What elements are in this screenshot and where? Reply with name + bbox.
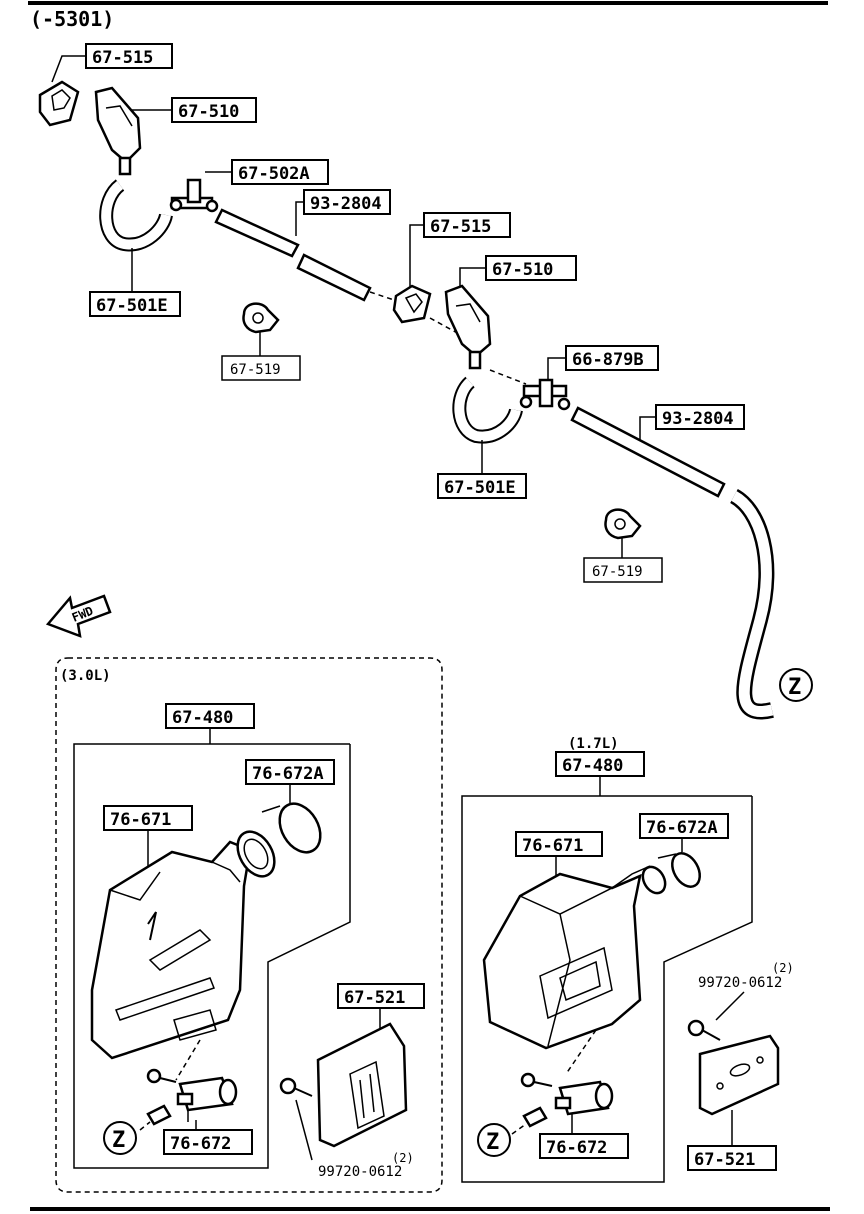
- nozzle-67-510-a: [94, 86, 142, 176]
- label-67-519-b: 67-519: [592, 564, 643, 580]
- group-1-7l-label: (1.7L): [568, 736, 619, 752]
- filter-b: [522, 1106, 548, 1128]
- label-99720-0612-a: 99720-0612: [318, 1164, 402, 1180]
- tank-76-671-a: [90, 840, 252, 1060]
- label-box-67-519-a[interactable]: [221, 355, 301, 381]
- label-67-480-a: 67-480: [172, 708, 233, 728]
- label-67-521-a: 67-521: [344, 988, 405, 1008]
- filter-a: [146, 1104, 172, 1126]
- bracket-67-521-b: [698, 1034, 780, 1116]
- screw-a: [146, 1068, 177, 1084]
- label-box-76-672-b[interactable]: [539, 1133, 629, 1159]
- label-67-510-b: 67-510: [492, 260, 553, 280]
- pump-76-672-b: [554, 1080, 614, 1134]
- label-box-67-521-a[interactable]: [337, 983, 425, 1009]
- group-3-0l-frame: [55, 657, 443, 1193]
- connector-z-b: Z: [477, 1123, 511, 1157]
- connector-z-b-label: Z: [486, 1130, 499, 1155]
- clip-67-515-a: [38, 80, 80, 127]
- group-3-0l-label: (3.0L): [60, 668, 111, 684]
- tube-93-2804-a: [214, 208, 372, 302]
- label-67-521-b: 67-521: [694, 1150, 755, 1170]
- label-box-76-672a-b[interactable]: [639, 813, 729, 839]
- bracket-67-521-a: [316, 1022, 408, 1148]
- label-box-67-521-b[interactable]: [687, 1145, 777, 1171]
- header-range: (-5301): [30, 7, 114, 31]
- qty-99720-a: (2): [392, 1151, 414, 1165]
- label-67-501e-b: 67-501E: [444, 478, 516, 498]
- label-66-879b: 66-879B: [572, 350, 644, 370]
- label-box-76-672-a[interactable]: [163, 1129, 253, 1155]
- clip-67-515-b: [392, 284, 432, 324]
- label-76-672a-a: 76-672A: [252, 764, 324, 784]
- label-76-671-a: 76-671: [110, 810, 171, 830]
- assembly-bracket-3-0l: [73, 743, 351, 1169]
- label-76-671-b: 76-671: [522, 836, 583, 856]
- qty-99720-b: (2): [772, 961, 794, 975]
- bolt-99720-a: [279, 1077, 313, 1097]
- bolt-99720-b: [687, 1019, 721, 1041]
- label-67-515-a: 67-515: [92, 48, 153, 68]
- label-93-2804-b: 93-2804: [662, 409, 734, 429]
- label-box-76-671-a[interactable]: [103, 805, 193, 831]
- pump-76-672-a: [176, 1076, 238, 1122]
- label-67-515-b: 67-515: [430, 217, 491, 237]
- label-67-510-a: 67-510: [178, 102, 239, 122]
- connector-z-top-label: Z: [788, 675, 801, 700]
- label-box-67-480-b[interactable]: [555, 751, 645, 777]
- label-box-67-515-b[interactable]: [423, 212, 511, 238]
- connector-z-a-label: Z: [112, 1128, 125, 1153]
- clamp-67-519-a: [242, 302, 280, 334]
- label-box-67-501e-a[interactable]: [89, 291, 181, 317]
- label-box-67-519-b[interactable]: [583, 557, 663, 583]
- label-76-672-a: 76-672: [170, 1134, 231, 1154]
- tank-76-671-b: [482, 865, 651, 1050]
- label-box-67-510-a[interactable]: [171, 97, 257, 123]
- label-box-93-2804-b[interactable]: [655, 404, 745, 430]
- label-box-67-480-a[interactable]: [165, 703, 255, 729]
- label-93-2804-a: 93-2804: [310, 194, 382, 214]
- label-box-67-501e-b[interactable]: [437, 473, 527, 499]
- label-76-672a-b: 76-672A: [646, 818, 718, 838]
- label-76-672-b: 76-672: [546, 1138, 607, 1158]
- connector-z-a: Z: [103, 1121, 137, 1155]
- cap-76-672a-a: [236, 802, 322, 878]
- assembly-bracket-1-7l: [461, 795, 753, 1183]
- screw-b: [520, 1072, 553, 1088]
- fwd-arrow-icon: FWD: [45, 594, 112, 638]
- label-box-93-2804-a[interactable]: [303, 189, 391, 215]
- tube-93-2804-b: [570, 406, 726, 498]
- label-67-519-a: 67-519: [230, 362, 281, 378]
- joint-67-502a: [169, 178, 219, 213]
- cap-76-672a-b: [641, 852, 701, 895]
- label-67-480-b: 67-480: [562, 756, 623, 776]
- label-67-501e-a: 67-501E: [96, 296, 168, 316]
- label-99720-0612-b: 99720-0612: [698, 975, 782, 991]
- label-box-76-671-b[interactable]: [515, 831, 603, 857]
- joint-66-879b: [519, 378, 571, 411]
- clamp-67-519-b: [604, 508, 642, 540]
- label-67-502a: 67-502A: [238, 164, 310, 184]
- connector-z-top: Z: [779, 668, 813, 702]
- nozzle-67-510-b: [444, 284, 492, 370]
